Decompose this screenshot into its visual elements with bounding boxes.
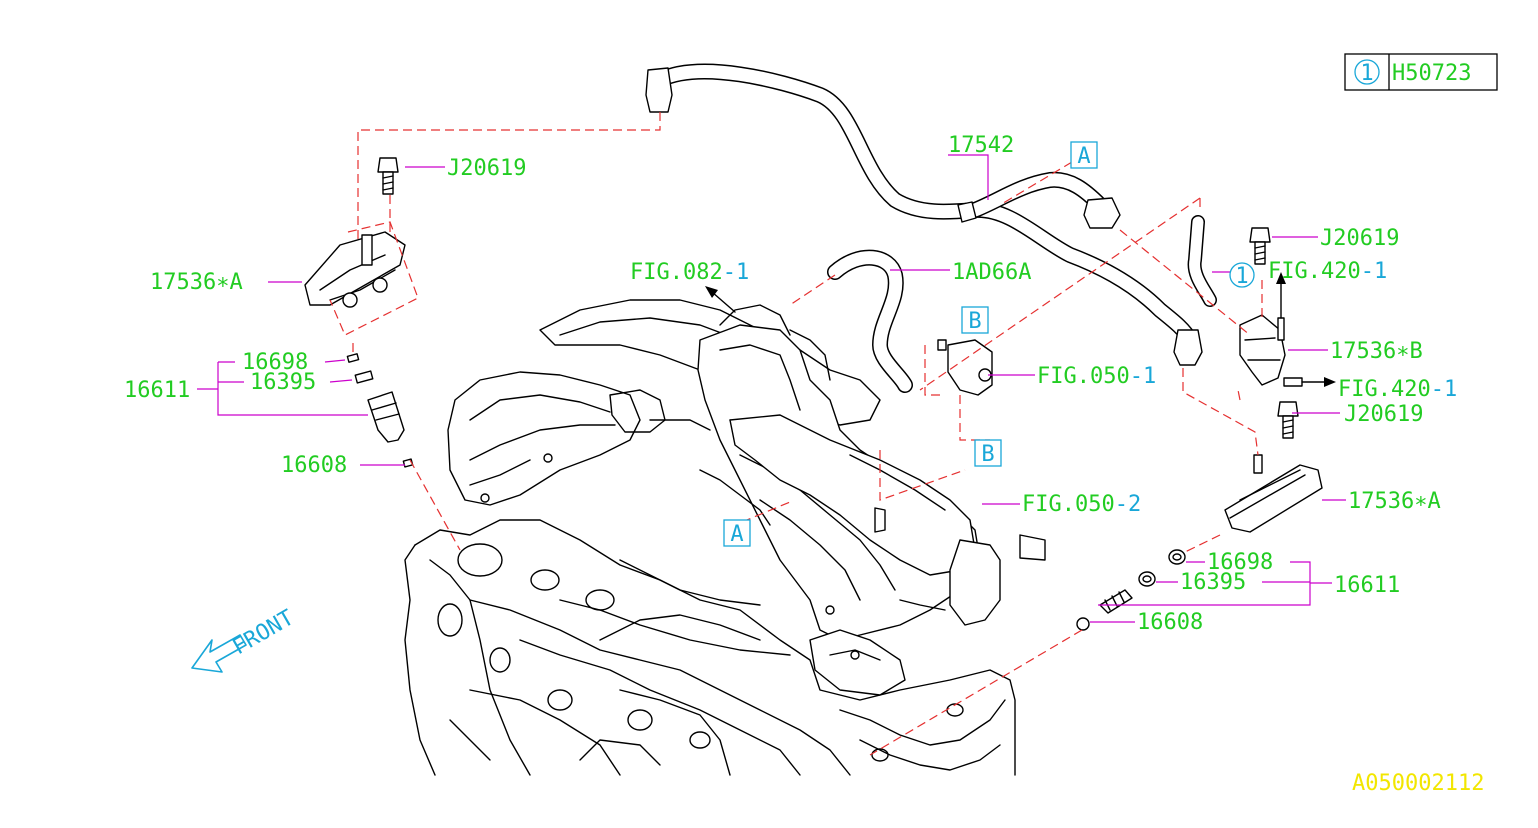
label-rail-right-b: 17536∗B — [1330, 339, 1423, 364]
vent-hose-17542 — [645, 63, 1203, 366]
fuel-rail-a-right — [1224, 454, 1323, 533]
bolt-right-top — [1249, 227, 1271, 265]
fuel-pipe-right — [1187, 215, 1217, 307]
svg-text:1: 1 — [1235, 264, 1248, 289]
label-seal2-right: 16395 — [1180, 570, 1246, 595]
fig050-1-component — [937, 339, 993, 396]
fig420-ref-top[interactable]: FIG.420-1 — [1268, 259, 1387, 284]
reference-code: H50723 — [1392, 61, 1471, 86]
injector-right — [1076, 549, 1186, 631]
intake-manifold — [447, 299, 1046, 696]
bolt-right-mid — [1277, 401, 1299, 439]
front-indicator: FRONT — [191, 605, 299, 673]
label-seal-right: 16698 — [1207, 550, 1273, 575]
label-rail-right-a: 17536∗A — [1348, 489, 1441, 514]
fig050-1-ref[interactable]: FIG.050-1 — [1037, 364, 1156, 389]
callout-a-top: A — [1070, 141, 1098, 169]
fig420-ref-mid[interactable]: FIG.420-1 — [1338, 377, 1457, 402]
label-rail-left: 17536∗A — [150, 270, 243, 295]
fuel-rail-b-right — [1239, 314, 1303, 387]
fig050-2-ref[interactable]: FIG.050-2 — [1022, 492, 1141, 517]
callout-b-bottom: B — [974, 439, 1002, 467]
front-label: FRONT — [229, 605, 299, 660]
svg-text:A: A — [730, 522, 743, 547]
fuel-rail-left — [304, 231, 406, 308]
label-seal-left: 16698 — [242, 350, 308, 375]
label-oring-right: 16608 — [1137, 610, 1203, 635]
arrows — [705, 272, 1336, 387]
guide-lines — [329, 112, 1263, 756]
injector-left — [346, 353, 414, 468]
bolt-left — [377, 157, 399, 195]
label-seal2-left: 16395 — [250, 370, 316, 395]
fig082-ref[interactable]: FIG.082-1 — [630, 260, 749, 285]
svg-text:A: A — [1077, 144, 1090, 169]
label-oring-left: 16608 — [281, 453, 347, 478]
reference-circle-number: 1 — [1360, 61, 1373, 86]
label-j20619-mid-right: J20619 — [1344, 402, 1423, 427]
circle-ref-pipe: 1 — [1229, 262, 1255, 289]
svg-text:B: B — [968, 309, 981, 334]
leader-lines — [197, 154, 1346, 623]
footer-code: A050002112 — [1352, 771, 1484, 796]
label-injector-right: 16611 — [1334, 573, 1400, 598]
label-17542: 17542 — [948, 133, 1014, 158]
label-1AD66A: 1AD66A — [952, 260, 1031, 285]
callout-b-top: B — [961, 306, 989, 334]
reference-box: 1 H50723 — [1344, 53, 1498, 91]
label-j20619-top-right: J20619 — [1320, 226, 1399, 251]
engine-block — [404, 519, 1016, 776]
callout-a-bottom: A — [723, 519, 751, 547]
label-j20619-left: J20619 — [447, 156, 526, 181]
label-injector-left: 16611 — [124, 378, 190, 403]
svg-text:B: B — [981, 442, 994, 467]
hose-1AD66A — [827, 249, 913, 393]
